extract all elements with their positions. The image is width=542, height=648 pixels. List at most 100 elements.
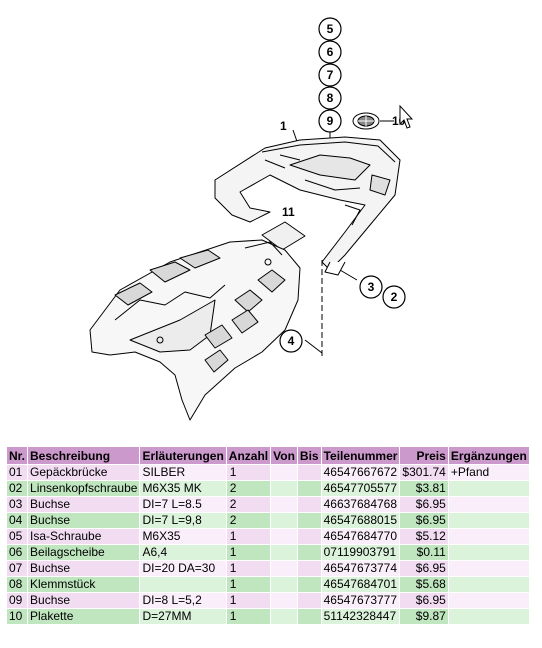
- svg-text:6: 6: [327, 45, 334, 59]
- svg-text:5: 5: [327, 22, 334, 36]
- callout-7: 7: [318, 63, 342, 87]
- cell-anzahl: 1: [226, 609, 271, 624]
- svg-text:8: 8: [327, 91, 334, 105]
- cell-beschreibung: Plakette: [28, 609, 140, 624]
- cell-nr: 04: [7, 513, 28, 528]
- cell-teilenummer: 07119903791: [321, 545, 400, 560]
- cell-ergaenzungen: [448, 481, 529, 496]
- callout-4: 4: [279, 329, 303, 353]
- cell-von: [271, 481, 297, 496]
- cell-von: [271, 609, 297, 624]
- cell-bis: [297, 609, 321, 624]
- header-von: Von: [271, 447, 297, 464]
- callout-3: 3: [359, 275, 383, 299]
- cell-erlaeuterungen: M6X35: [140, 529, 226, 544]
- cell-teilenummer: 51142328447: [321, 609, 400, 624]
- cell-nr: 01: [7, 465, 28, 480]
- cell-bis: [297, 545, 321, 560]
- callout-2: 2: [382, 285, 406, 309]
- cell-erlaeuterungen: M6X35 MK: [140, 481, 226, 496]
- cell-ergaenzungen: [448, 545, 529, 560]
- cell-bis: [297, 481, 321, 496]
- svg-text:7: 7: [327, 68, 334, 82]
- cell-ergaenzungen: [448, 609, 529, 624]
- pad-part-11: [261, 221, 306, 251]
- header-beschreibung: Beschreibung: [28, 447, 140, 464]
- table-header-row: Nr. Beschreibung Erläuterungen Anzahl Vo…: [7, 447, 529, 464]
- cell-anzahl: 1: [226, 465, 271, 480]
- cell-beschreibung: Buchse: [28, 497, 140, 512]
- header-erlaeuterungen: Erläuterungen: [140, 447, 226, 464]
- cell-teilenummer: 46547673774: [321, 561, 400, 576]
- cell-beschreibung: Gepäckbrücke: [28, 465, 140, 480]
- label-part-1: 1: [280, 119, 287, 133]
- cell-preis: $6.95: [400, 593, 448, 608]
- label-part-11: 11: [282, 205, 295, 219]
- cell-erlaeuterungen: [140, 577, 226, 592]
- cell-teilenummer: 46547684770: [321, 529, 400, 544]
- cell-beschreibung: Isa-Schraube: [28, 529, 140, 544]
- cell-anzahl: 1: [226, 593, 271, 608]
- cell-erlaeuterungen: DI=7 L=8.5: [140, 497, 226, 512]
- cell-bis: [297, 577, 321, 592]
- callout-8: 8: [318, 86, 342, 110]
- cell-preis: $3.81: [400, 481, 448, 496]
- cell-preis: $5.12: [400, 529, 448, 544]
- cell-erlaeuterungen: A6,4: [140, 545, 226, 560]
- cell-anzahl: 1: [226, 529, 271, 544]
- header-nr: Nr.: [7, 447, 28, 464]
- parts-table: Nr. Beschreibung Erläuterungen Anzahl Vo…: [6, 446, 530, 625]
- cell-beschreibung: Beilagscheibe: [28, 545, 140, 560]
- cell-erlaeuterungen: DI=7 L=9,8: [140, 513, 226, 528]
- header-teilenummer: Teilenummer: [321, 447, 400, 464]
- header-preis: Preis: [400, 447, 448, 464]
- header-ergaenzungen: Ergänzungen: [448, 447, 529, 464]
- cell-von: [271, 561, 297, 576]
- cell-erlaeuterungen: DI=8 L=5,2: [140, 593, 226, 608]
- cell-anzahl: 1: [226, 577, 271, 592]
- cell-bis: [297, 529, 321, 544]
- cell-von: [271, 497, 297, 512]
- header-anzahl: Anzahl: [226, 447, 271, 464]
- cell-beschreibung: Buchse: [28, 561, 140, 576]
- cell-anzahl: 2: [226, 497, 271, 512]
- exploded-parts-diagram: 1 11 10 5 6 7 8 9 3 2 4: [89, 17, 414, 421]
- cell-nr: 09: [7, 593, 28, 608]
- cell-anzahl: 2: [226, 481, 271, 496]
- cell-ergaenzungen: [448, 593, 529, 608]
- cell-beschreibung: Klemmstück: [28, 577, 140, 592]
- cell-bis: [297, 465, 321, 480]
- cell-anzahl: 2: [226, 513, 271, 528]
- cell-preis: $6.95: [400, 561, 448, 576]
- cell-teilenummer: 46547684701: [321, 577, 400, 592]
- cell-erlaeuterungen: SILBER: [140, 465, 226, 480]
- cell-ergaenzungen: [448, 577, 529, 592]
- cell-von: [271, 465, 297, 480]
- cell-preis: $0.11: [400, 545, 448, 560]
- cell-anzahl: 1: [226, 545, 271, 560]
- cell-nr: 08: [7, 577, 28, 592]
- cell-nr: 03: [7, 497, 28, 512]
- cell-preis: $5.68: [400, 577, 448, 592]
- cell-beschreibung: Buchse: [28, 593, 140, 608]
- cell-ergaenzungen: +Pfand: [448, 465, 529, 480]
- cell-nr: 06: [7, 545, 28, 560]
- callout-9: 9: [318, 109, 342, 133]
- cell-ergaenzungen: [448, 497, 529, 512]
- callout-5: 5: [318, 17, 342, 41]
- cell-ergaenzungen: [448, 513, 529, 528]
- svg-text:4: 4: [288, 334, 295, 348]
- cell-ergaenzungen: [448, 561, 529, 576]
- cell-von: [271, 577, 297, 592]
- cell-nr: 10: [7, 609, 28, 624]
- cell-erlaeuterungen: D=27MM: [140, 609, 226, 624]
- header-bis: Bis: [297, 447, 321, 464]
